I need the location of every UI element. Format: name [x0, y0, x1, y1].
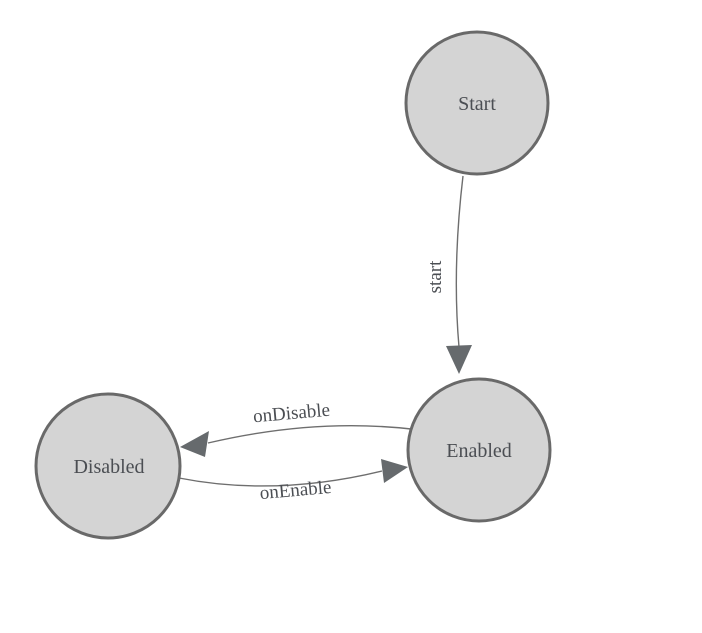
node-disabled-label: Disabled: [73, 456, 144, 478]
node-disabled-circle: [34, 392, 182, 540]
node-start-circle: [404, 30, 550, 176]
node-enabled-label: Enabled: [446, 440, 512, 462]
edge-disabled-to-enabled: onEnable: [178, 459, 408, 504]
edge-label-ondisable: onDisable: [252, 400, 331, 428]
node-start-label: Start: [458, 93, 496, 115]
node-disabled: Disabled: [34, 392, 182, 540]
node-enabled-circle: [406, 377, 552, 523]
edge-line-start: [455, 175, 464, 348]
arrowhead-left-icon: [180, 431, 209, 457]
edge-enabled-to-disabled: onDisable: [180, 400, 412, 457]
node-start: Start: [404, 30, 550, 176]
edge-line-ondisable: [207, 424, 412, 444]
arrowhead-down-icon: [446, 345, 472, 374]
edge-start-to-enabled: start: [425, 175, 472, 374]
arrowhead-right-icon: [381, 459, 408, 483]
edge-line-onenable: [178, 470, 383, 487]
edge-label-onenable: onEnable: [259, 477, 332, 504]
node-enabled: Enabled: [406, 377, 552, 523]
edge-label-start: start: [425, 260, 446, 293]
